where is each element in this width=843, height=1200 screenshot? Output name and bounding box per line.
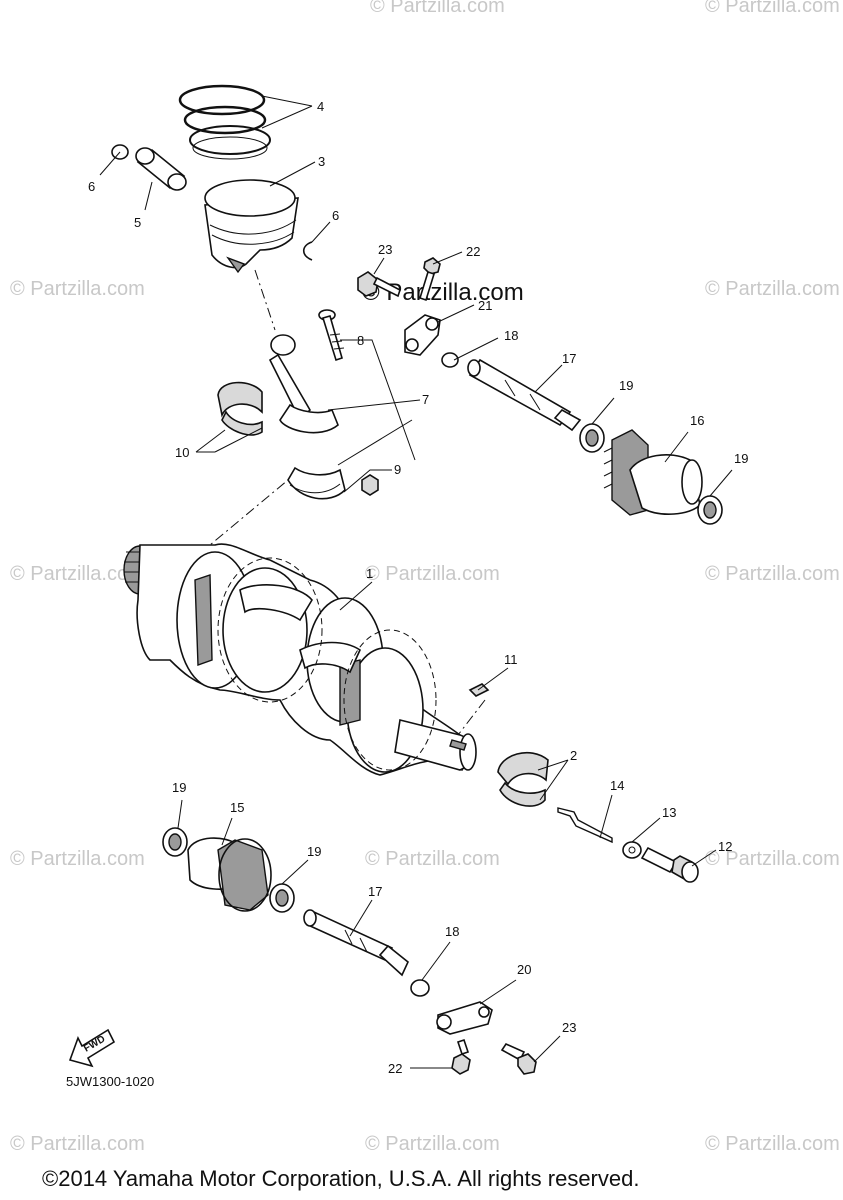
callout-22: 22 bbox=[466, 244, 480, 259]
callout-19: 19 bbox=[172, 780, 186, 795]
callout-12: 12 bbox=[718, 839, 732, 854]
watermark-layer: © Partzilla.com © Partzilla.com © Partzi… bbox=[10, 0, 840, 1155]
watermark: © Partzilla.com bbox=[365, 848, 500, 870]
balancer-gear-lower bbox=[187, 837, 272, 912]
bearing-upper-right bbox=[697, 495, 723, 525]
callout-23: 23 bbox=[378, 242, 392, 257]
callout-10: 10 bbox=[175, 445, 189, 460]
centerline bbox=[209, 469, 301, 546]
callout-7: 7 bbox=[422, 392, 429, 407]
connecting-rod bbox=[268, 334, 346, 500]
washer bbox=[622, 841, 642, 859]
callout-22: 22 bbox=[388, 1061, 402, 1076]
callout-14: 14 bbox=[610, 778, 624, 793]
callout-19: 19 bbox=[307, 844, 321, 859]
oil-nozzle bbox=[557, 807, 613, 844]
callout-18: 18 bbox=[504, 328, 518, 343]
bearing-lower-left bbox=[162, 827, 188, 857]
flange-bolt bbox=[640, 846, 699, 883]
fwd-arrow: FWD bbox=[68, 1028, 116, 1068]
callout-8: 8 bbox=[357, 333, 364, 348]
drawing-code: 5JW1300-1020 bbox=[66, 1074, 154, 1089]
bearing-lower-right bbox=[269, 883, 295, 913]
callout-19: 19 bbox=[734, 451, 748, 466]
copyright-notice: ©2014 Yamaha Motor Corporation, U.S.A. A… bbox=[42, 1166, 639, 1191]
rod-nut bbox=[361, 474, 379, 496]
bolt-lower-22 bbox=[451, 1038, 471, 1075]
callout-17: 17 bbox=[562, 351, 576, 366]
rod-bolt bbox=[318, 309, 345, 362]
main-bearings bbox=[497, 751, 549, 807]
lever-upper bbox=[404, 314, 441, 356]
callout-labels: 4 3 6 5 6 23 22 21 18 17 8 7 19 16 19 9 … bbox=[88, 99, 748, 1076]
callout-23: 23 bbox=[562, 1020, 576, 1035]
crankshaft bbox=[123, 543, 477, 776]
leader-lines bbox=[99, 95, 733, 1069]
callout-6: 6 bbox=[332, 208, 339, 223]
balancer-shaft-lower bbox=[303, 909, 409, 977]
o-ring-lower bbox=[410, 979, 430, 997]
watermark: © Partzilla.com bbox=[10, 563, 145, 585]
watermark: © Partzilla.com bbox=[370, 0, 505, 17]
big-end-bearings bbox=[217, 381, 263, 436]
callout-15: 15 bbox=[230, 800, 244, 815]
o-ring-upper bbox=[441, 352, 459, 368]
watermark: © Partzilla.com bbox=[705, 0, 840, 17]
bolt-upper-22 bbox=[419, 257, 441, 302]
piston-clip-right bbox=[302, 241, 313, 261]
callout-3: 3 bbox=[318, 154, 325, 169]
watermark: © Partzilla.com bbox=[10, 1133, 145, 1155]
watermark: © Partzilla.com bbox=[365, 563, 500, 585]
bolt-upper-23 bbox=[357, 271, 401, 298]
callout-2: 2 bbox=[570, 748, 577, 763]
watermark: © Partzilla.com bbox=[10, 848, 145, 870]
callout-16: 16 bbox=[690, 413, 704, 428]
callout-13: 13 bbox=[662, 805, 676, 820]
watermark: © Partzilla.com bbox=[705, 848, 840, 870]
callout-6: 6 bbox=[88, 179, 95, 194]
piston-clip-left bbox=[111, 144, 129, 160]
bolt-lower-23 bbox=[500, 1042, 537, 1075]
watermark: © Partzilla.com bbox=[705, 278, 840, 300]
callout-21: 21 bbox=[478, 298, 492, 313]
watermark: © Partzilla.com bbox=[705, 563, 840, 585]
callout-11: 11 bbox=[504, 652, 518, 667]
centerline bbox=[254, 269, 276, 331]
callout-17: 17 bbox=[368, 884, 382, 899]
callout-1: 1 bbox=[366, 566, 373, 581]
woodruff-key bbox=[468, 683, 490, 697]
watermark: © Partzilla.com bbox=[365, 1133, 500, 1155]
bearing-upper-left bbox=[579, 423, 605, 453]
watermark: © Partzilla.com bbox=[705, 1133, 840, 1155]
centerline bbox=[457, 699, 486, 736]
watermark: © Partzilla.com bbox=[10, 278, 145, 300]
balancer-shaft-upper bbox=[467, 358, 582, 432]
piston bbox=[204, 179, 299, 274]
piston-rings bbox=[178, 84, 271, 160]
lever-lower bbox=[436, 1001, 493, 1035]
callout-4: 4 bbox=[317, 99, 324, 114]
callout-18: 18 bbox=[445, 924, 459, 939]
balancer-gear-upper bbox=[603, 429, 703, 516]
callout-9: 9 bbox=[394, 462, 401, 477]
piston-pin bbox=[135, 147, 187, 191]
callout-5: 5 bbox=[134, 215, 141, 230]
callout-19: 19 bbox=[619, 378, 633, 393]
callout-20: 20 bbox=[517, 962, 531, 977]
